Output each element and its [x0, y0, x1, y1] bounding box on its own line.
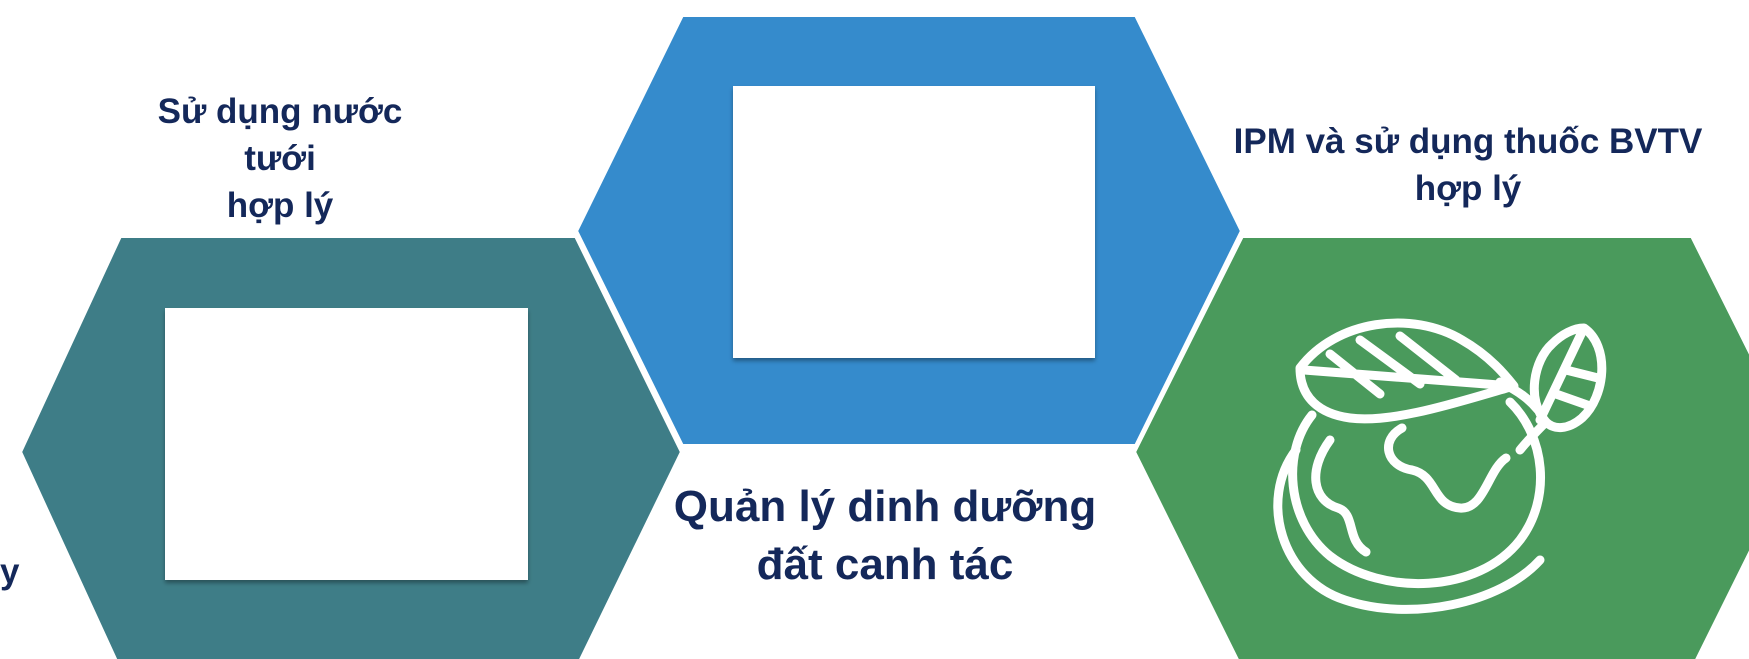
leaf-stem-small: [1515, 417, 1551, 455]
label-water-use: Sử dụng nước tưới hợp lý: [157, 92, 403, 225]
earth-outer-ring: [1273, 445, 1545, 614]
leaf-large-vein: [1299, 331, 1517, 399]
earth-globe: [1288, 397, 1545, 589]
label-edge-fragment: y: [0, 552, 20, 591]
image-placeholder-left: [165, 308, 528, 580]
earth-continent-right: [1384, 423, 1511, 513]
hexagon-green: [1131, 234, 1749, 659]
earth-continent-left: [1311, 435, 1371, 557]
image-placeholder-top: [733, 86, 1095, 358]
label-ipm-pesticide: IPM và sử dụng thuốc BVTV hợp lý: [1233, 122, 1703, 208]
label-soil-nutrition: Quản lý dinh dưỡng đất canh tác: [673, 482, 1097, 589]
earth-leaves-icon: [1273, 318, 1607, 614]
leaf-small-vein: [1535, 327, 1603, 425]
leaf-stem-large: [1495, 377, 1543, 415]
